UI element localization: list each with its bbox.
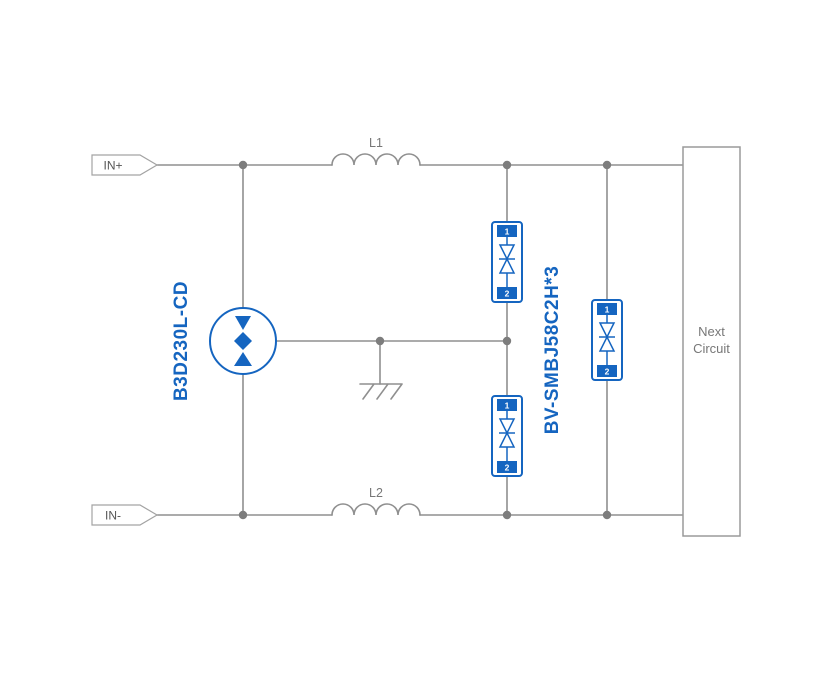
inductor-l2-coils	[331, 503, 421, 516]
gdt-component: B3D230L-CD	[171, 281, 277, 401]
tvs2-pin2-label: 2	[505, 463, 510, 473]
tvs1-diode-up-icon	[498, 244, 516, 261]
next-circuit-label-line1: Next	[698, 324, 725, 339]
tvs-part-number-label: BV-SMBJ58C2H*3	[542, 266, 563, 435]
in-minus-tag-shape	[91, 504, 159, 526]
next-circuit-box: Next Circuit	[682, 146, 741, 537]
tvs1-pin2-label: 2	[505, 289, 510, 299]
tvs2-diode-up-icon	[498, 418, 516, 435]
ground-symbol	[359, 340, 403, 400]
in-plus-label: IN+	[103, 159, 122, 173]
gdt-diamond-icon	[234, 332, 252, 350]
junction-dot	[502, 160, 512, 170]
tvs3-pin2-label: 2	[605, 367, 610, 377]
gdt-part-number-label: B3D230L-CD	[171, 281, 192, 401]
junction-dot	[238, 160, 248, 170]
gdt-bottom-triangle-icon	[234, 352, 252, 366]
junction-dots	[238, 160, 612, 520]
junction-dot	[502, 336, 512, 346]
in-minus-label: IN-	[105, 509, 121, 523]
inductor-l1-label: L1	[369, 136, 383, 150]
tvs1-pin1-pad	[497, 225, 517, 237]
tvs-component-1: 1 2	[491, 221, 523, 303]
tvs2-pin1-pad	[497, 399, 517, 411]
in-plus-tag-shape	[91, 154, 159, 176]
ground-hatch	[359, 383, 403, 400]
next-circuit-outline	[682, 146, 741, 537]
tvs2-pin1-label: 1	[505, 401, 510, 411]
junction-dot	[502, 510, 512, 520]
tvs3-pin1-pad	[597, 303, 617, 315]
tvs3-pin1-label: 1	[605, 305, 610, 315]
tvs1-pin1-label: 1	[505, 227, 510, 237]
inductor-l1-coils	[331, 153, 421, 166]
junction-dot	[238, 510, 248, 520]
in-minus-terminal: IN-	[91, 504, 159, 526]
tvs3-pin2-pad	[597, 365, 617, 377]
tvs-component-2: 1 2	[491, 395, 523, 477]
inductor-l1: L1	[331, 136, 421, 166]
tvs-component-3: 1 2	[591, 299, 623, 381]
gdt-top-triangle-icon	[235, 316, 251, 330]
in-plus-terminal: IN+	[91, 154, 159, 176]
junction-dot	[375, 336, 385, 346]
tvs3-diode-up-icon	[598, 322, 616, 339]
next-circuit-label-line2: Circuit	[693, 341, 730, 356]
tvs2-pin2-pad	[497, 461, 517, 473]
junction-dot	[602, 510, 612, 520]
tvs1-pin2-pad	[497, 287, 517, 299]
junction-dot	[602, 160, 612, 170]
inductor-l2: L2	[331, 486, 421, 516]
inductor-l2-label: L2	[369, 486, 383, 500]
